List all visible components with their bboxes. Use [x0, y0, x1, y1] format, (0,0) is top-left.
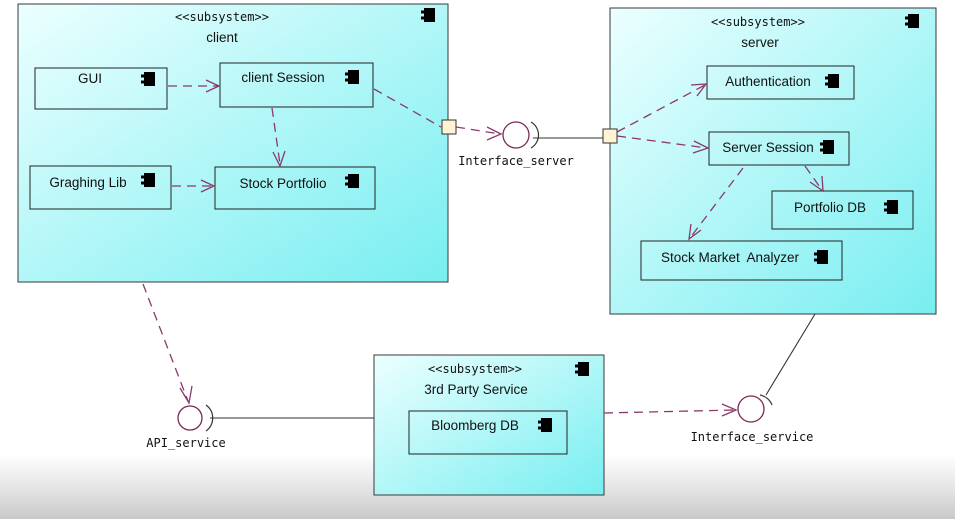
component-stock-portfolio[interactable]: Stock Portfolio [214, 166, 376, 210]
interface-server-lollipop [502, 121, 530, 149]
authentication-label: Authentication [725, 74, 811, 89]
component-server-session[interactable]: Server Session [708, 131, 850, 166]
api-service-label: API_service [146, 436, 225, 450]
dependency-client-session-to-stock-portfolio [271, 107, 286, 168]
interface-service-socket [759, 394, 773, 406]
api-service-lollipop [177, 405, 203, 431]
component-authentication[interactable]: Authentication [706, 65, 855, 100]
dependency-client-session-to-port [373, 88, 442, 128]
server-title: server [741, 35, 779, 50]
server-stereotype: <<subsystem>> [711, 15, 805, 29]
dependency-graphing-lib-to-stock-portfolio [172, 179, 216, 193]
stock-portfolio-label: Stock Portfolio [239, 176, 326, 191]
client-stereotype: <<subsystem>> [175, 10, 269, 24]
server-session-label: Server Session [722, 140, 814, 155]
server-port[interactable] [602, 128, 618, 144]
dependency-port-to-authentication [616, 83, 708, 133]
component-portfolio-db[interactable]: Portfolio DB [771, 190, 914, 230]
third-party-title: 3rd Party Service [424, 382, 528, 397]
subsystem-3rd-party-service[interactable]: <<subsystem>> 3rd Party Service [373, 354, 605, 496]
client-port[interactable] [441, 119, 457, 135]
graphing-lib-label: Graghing Lib [49, 175, 126, 190]
interface-service-label: Interface_service [691, 430, 814, 444]
client-title: client [206, 30, 238, 45]
client-session-label: client Session [241, 70, 324, 85]
interface-service-lollipop [737, 395, 765, 423]
component-client-session[interactable]: client Session [219, 62, 374, 108]
interface-server-socket [530, 121, 540, 149]
component-bloomberg-db[interactable]: Bloomberg DB [408, 410, 568, 455]
dependency-port-to-server-session [616, 135, 710, 154]
subsystem-server[interactable]: <<subsystem>> server [609, 7, 937, 315]
component-stock-market-analyzer[interactable]: Stock Market Analyzer [640, 240, 843, 281]
interface-server[interactable]: Interface_server [455, 121, 603, 168]
gui-label: GUI [78, 71, 102, 86]
stock-market-analyzer-label: Stock Market Analyzer [661, 250, 800, 265]
component-graphing-lib[interactable]: Graghing Lib [29, 165, 172, 210]
interface-server-label: Interface_server [458, 154, 574, 168]
bloomberg-db-label: Bloomberg DB [431, 418, 519, 433]
dependency-gui-to-client-session [168, 79, 221, 93]
dependency-server-session-to-stock-market-analyzer [688, 167, 744, 241]
interface-api-service[interactable]: API_service [142, 283, 374, 450]
interface-service[interactable]: Interface_service [603, 313, 816, 444]
third-party-stereotype: <<subsystem>> [428, 362, 522, 376]
component-gui[interactable]: GUI [34, 67, 168, 110]
dependency-server-session-to-portfolio-db [804, 165, 824, 193]
subsystem-client[interactable]: <<subsystem>> client [17, 3, 449, 283]
portfolio-db-label: Portfolio DB [794, 200, 866, 215]
